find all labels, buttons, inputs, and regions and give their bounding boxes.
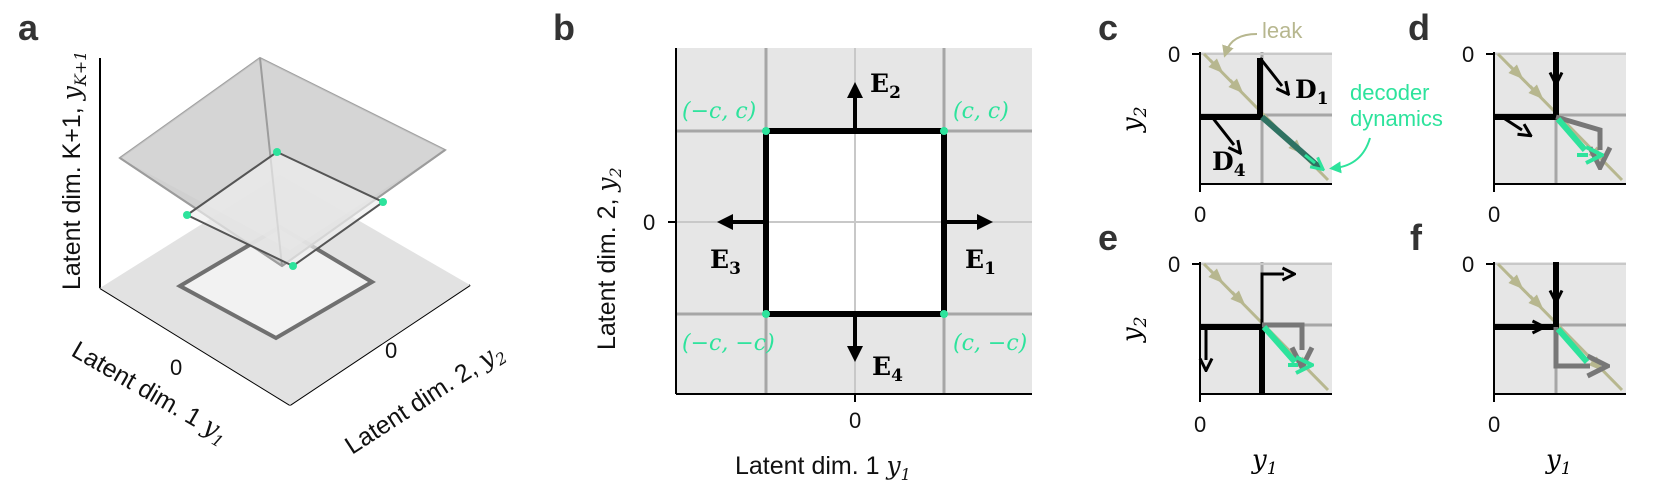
y-axis-tick-label: 0 (385, 338, 397, 363)
y-tick-label: 0 (1168, 42, 1180, 67)
d1-label: D1 (1295, 75, 1329, 109)
vertex-point (379, 198, 387, 206)
vertex-point (289, 262, 297, 270)
leak-label: leak (1262, 18, 1303, 43)
panel-c: c 0 0 D1 D4 leak decoder dynamics y2 (1098, 7, 1443, 227)
grey-path (1555, 114, 1600, 150)
d1-arrow (1258, 57, 1282, 86)
panel-d: d 0 0 (1408, 7, 1626, 227)
leak-arrow (1230, 290, 1246, 306)
y-axis-label: Latent dim. 2, y2 (592, 167, 625, 350)
corner-point (762, 127, 770, 135)
leak-arrow (1208, 268, 1224, 284)
x-tick-label: 0 (1488, 202, 1500, 227)
corner-point (762, 310, 770, 318)
dim-arrow (1501, 115, 1522, 130)
base-square (175, 224, 376, 341)
x-axis-tick-label: 0 (170, 355, 182, 380)
d4-arrow (1210, 116, 1234, 145)
decoder-label-1: decoder (1350, 80, 1430, 105)
panel-f: f 0 0 y1 (1410, 217, 1626, 479)
leak-pointer (1222, 33, 1258, 58)
decoder-boundary (1200, 58, 1263, 120)
leak-arrow (1508, 274, 1524, 290)
y-tick-label: 0 (1462, 42, 1474, 67)
corner-point (940, 127, 948, 135)
x-axis-label: y1 (1251, 445, 1278, 479)
leak-arrow (1528, 294, 1544, 310)
dim-arrow (1260, 274, 1284, 325)
panel-b: b 0 0 E2 E1 E3 E4 (−c, c) (c, (553, 7, 1032, 484)
panel-label-a: a (18, 7, 39, 48)
vertex-point (273, 148, 281, 156)
panel-label-e: e (1098, 217, 1118, 258)
x-axis-tick-label: 0 (849, 408, 861, 433)
y-axis-tick-label: 0 (643, 210, 655, 235)
decoder-dynamics-arrow (1304, 153, 1315, 163)
decoder-dynamics-line (1555, 327, 1590, 364)
decoder-dynamics-line (1555, 117, 1588, 152)
y-axis-label: y2 (1117, 106, 1151, 133)
panel-e: e 0 0 y2 y1 (1098, 217, 1332, 479)
panel-label-d: d (1408, 7, 1430, 48)
vertex-point (183, 211, 191, 219)
z-axis-label: Latent dim. K+1, yK+1 (57, 51, 90, 290)
corner-label-tr: (c, c) (953, 99, 1009, 124)
panel-label-b: b (553, 7, 575, 48)
leak-arrow (1228, 78, 1244, 94)
decoder-label-2: dynamics (1350, 106, 1443, 131)
panel-a: a Latent dim. K+1, yK+1 Latent dim. 1 y1… (18, 7, 511, 460)
y-tick-label: 0 (1462, 252, 1474, 277)
y-tick-label: 0 (1168, 252, 1180, 277)
grey-path (1262, 322, 1302, 350)
x-axis-label: Latent dim. 1 y1 (735, 451, 911, 484)
y-axis-label: y2 (1117, 316, 1151, 343)
leak-arrow (1508, 64, 1524, 80)
d4-label: D4 (1212, 147, 1246, 181)
panel-label-f: f (1410, 217, 1423, 258)
x-axis-label: y1 (1545, 445, 1572, 479)
leak-arrow (1208, 58, 1224, 74)
corner-label-bl: (−c, −c) (682, 331, 775, 356)
encoder-label-e2: E2 (870, 69, 901, 103)
encoder-label-e3: E3 (710, 245, 741, 279)
decoder-dynamics-line (1261, 325, 1298, 364)
decoder-pointer (1329, 137, 1371, 174)
encoder-label-e4: E4 (872, 352, 903, 386)
x-tick-label: 0 (1194, 412, 1206, 437)
corner-label-tl: (−c, c) (682, 99, 756, 124)
leak-arrow (1528, 84, 1544, 100)
x-tick-label: 0 (1488, 412, 1500, 437)
x-tick-label: 0 (1194, 202, 1206, 227)
grey-path (1553, 327, 1590, 366)
corner-point (940, 310, 948, 318)
panel-label-c: c (1098, 7, 1118, 48)
encoder-label-e1: E1 (965, 245, 996, 279)
corner-label-br: (c, −c) (953, 331, 1027, 356)
